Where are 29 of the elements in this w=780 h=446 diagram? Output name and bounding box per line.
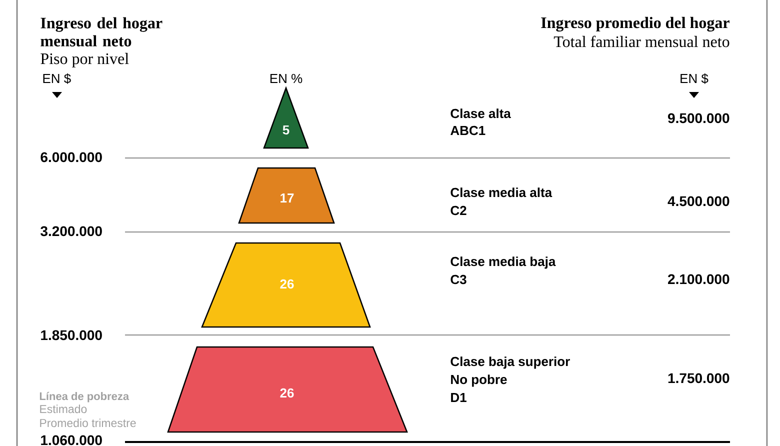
class-label: Clase media baja xyxy=(450,256,556,269)
note-heading: Línea de pobreza xyxy=(40,392,130,402)
pyramid-tier: 26 xyxy=(201,242,371,328)
pyramid-tier: 17 xyxy=(238,167,335,224)
unit-label: EN $ xyxy=(680,73,708,84)
income-value: 1.750.000 xyxy=(668,373,730,384)
pyramid-tier: 26 xyxy=(167,346,408,433)
income-value: 9.500.000 xyxy=(668,113,730,124)
income-value: 4.500.000 xyxy=(668,196,730,206)
note-text: Promedio trimestre xyxy=(40,418,136,428)
threshold-value: 1.060.000 xyxy=(41,435,102,446)
subheading: Total familiar mensual neto xyxy=(554,36,730,48)
unit-label: EN $ xyxy=(43,73,71,84)
class-code: C2 xyxy=(450,206,466,216)
heading: Ingreso promedio del hogar xyxy=(541,16,730,32)
note-text: Estimado xyxy=(40,404,87,414)
class-label: Clase alta xyxy=(450,108,511,118)
class-code: ABC1 xyxy=(450,126,486,136)
threshold-value: 3.200.000 xyxy=(40,226,102,236)
class-code: D1 xyxy=(451,393,466,402)
threshold-value: 6.000.000 xyxy=(40,152,102,162)
class-label: Clase media alta xyxy=(450,188,552,198)
subheading: Piso por nivel xyxy=(40,52,129,68)
class-label: Clase baja superior xyxy=(450,356,570,369)
heading: Ingreso del hogar mensual neto xyxy=(40,17,162,46)
class-code: C3 xyxy=(450,274,466,284)
income-value: 2.100.000 xyxy=(668,274,730,284)
threshold-value: 1.850.000 xyxy=(41,330,102,340)
class-label: No pobre xyxy=(451,374,507,387)
